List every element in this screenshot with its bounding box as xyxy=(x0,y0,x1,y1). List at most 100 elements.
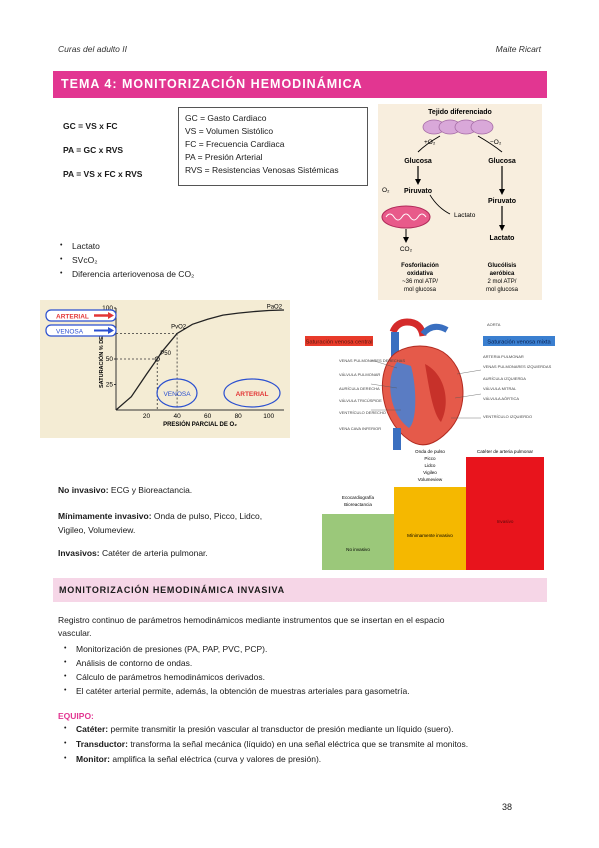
step2-label: Mínimamente invasivo xyxy=(407,533,453,538)
glico-line-1: Glucólisis xyxy=(488,263,517,269)
curve-ytick: 25 xyxy=(106,382,114,389)
heart-term: VENAS PULMONARES IZQUIERDAS xyxy=(483,364,552,369)
pyruvate-right: Piruvato xyxy=(488,198,516,205)
step1-top-2: Bioreactancia xyxy=(344,502,372,507)
step-non-invasive xyxy=(322,514,394,570)
list-item: Análisis de contorno de ondas. xyxy=(64,656,410,670)
curve-xtick: 40 xyxy=(173,413,181,420)
heart-term: AURÍCULA IZQUIERDA xyxy=(483,376,526,381)
formula-pa: PA = GC x RVS xyxy=(63,145,124,155)
pao2-label: PaO2 xyxy=(267,305,283,311)
heart-diagram: Saturación venosa central Saturación ven… xyxy=(305,318,555,450)
venosa-circle: VENOSA xyxy=(156,378,198,408)
venosa-circle-label: VENOSA xyxy=(163,391,191,398)
list-item: El catéter arterial permite, además, la … xyxy=(64,684,410,698)
heart-term: AORTA xyxy=(487,322,501,327)
mitochondria-icon xyxy=(381,205,431,229)
page-number: 38 xyxy=(502,802,513,812)
arterial-circle: ARTERIAL xyxy=(223,378,281,408)
curve-xtick: 80 xyxy=(235,413,243,420)
heart-term: VÁLVULA MITRAL xyxy=(483,386,517,391)
heart-term: ARTERIA PULMONAR xyxy=(483,354,524,359)
glico-line-4: mol glucosa xyxy=(486,287,519,293)
glico-line-3: 2 mol ATP/ xyxy=(488,279,517,285)
cell-cluster xyxy=(422,119,494,135)
list-item: Monitor: amplifica la señal eléctrica (c… xyxy=(64,752,468,767)
dissociation-curve-figure: SATURACIÓN % DE PRESIÓN PARCIAL DE O₂ 10… xyxy=(40,300,290,438)
header-course: Curas del adulto II xyxy=(58,44,127,54)
list-item: Cálculo de parámetros hemodinámicos deri… xyxy=(64,670,410,684)
venosa-tag: VENOSA xyxy=(45,324,117,337)
step2-top-3: Lidco xyxy=(425,463,436,468)
formula-gc: GC = VS x FC xyxy=(63,121,118,131)
curve-xtick: 100 xyxy=(263,413,274,420)
lactate-side-label: Lactato xyxy=(454,212,476,219)
curve-xtick: 20 xyxy=(143,413,151,420)
list-item: Transductor: transforma la señal mecánic… xyxy=(64,737,468,752)
list-item: Monitorización de presiones (PA, PAP, PV… xyxy=(64,642,410,656)
minimally-invasive-label: Mínimamente invasivo: xyxy=(58,511,152,521)
p50-label: P50 xyxy=(160,351,171,357)
definition-fc: FC = Frecuencia Cardiaca xyxy=(185,139,285,149)
intro-line-2: vascular. xyxy=(58,628,92,638)
invasive-label: Invasivos: xyxy=(58,548,100,558)
equipment-text: permite transmitir la presión vascular a… xyxy=(108,724,454,734)
co2-label: CO₂ xyxy=(400,246,413,253)
dissociation-curve-chart: SATURACIÓN % DE PRESIÓN PARCIAL DE O₂ 10… xyxy=(45,305,285,428)
step1-top-1: Ecocardiografía xyxy=(342,495,375,500)
definition-vs: VS = Volumen Sistólico xyxy=(185,126,274,136)
fosfo-line-2: oxidativa xyxy=(407,271,434,277)
heart-term: VÁLVULA TRICÚSPIDE xyxy=(339,398,382,403)
mixed-saturation-badge xyxy=(483,336,555,346)
non-invasive-line: No invasivo: ECG y Bioreactancia. xyxy=(58,484,192,496)
step1-label: No invasivo xyxy=(346,547,370,552)
dissociation-curve-line xyxy=(115,309,285,411)
minimally-invasive-line-2: Vigileo, Volumeview. xyxy=(58,525,136,535)
minimally-invasive-line: Mínimamente invasivo: Onda de pulso, Pic… xyxy=(58,510,262,522)
equipment-list: Catéter: permite transmitir la presión v… xyxy=(64,722,468,767)
p50-point xyxy=(154,356,160,362)
list-item: Catéter: permite transmitir la presión v… xyxy=(64,722,468,737)
fosfo-line-3: ~36 mol ATP/ xyxy=(402,279,438,285)
curve-xlabel: PRESIÓN PARCIAL DE O₂ xyxy=(163,420,237,428)
invasive-text: Catéter de arteria pulmonar. xyxy=(99,548,208,558)
plus-o2-label: +O₂ xyxy=(424,139,436,146)
definition-pa: PA = Presión Arterial xyxy=(185,152,263,162)
non-invasive-label: No invasivo: xyxy=(58,485,109,495)
mixed-saturation-label: Saturación venosa mixta xyxy=(487,340,551,346)
section-title-invasive: MONITORIZACIÓN HEMODINÁMICA INVASIVA xyxy=(53,578,547,602)
minus-o2-label: −O₂ xyxy=(490,139,502,146)
metabolism-title: Tejido diferenciado xyxy=(428,109,492,116)
heart-illustration xyxy=(381,318,464,450)
pvo2-label: PvO2 xyxy=(171,325,187,331)
equipment-text: transforma la señal mecánica (líquido) e… xyxy=(127,739,469,749)
glucose-right: Glucosa xyxy=(488,158,516,165)
list-item: SVcO₂ xyxy=(60,253,194,267)
step-invasive xyxy=(466,457,544,570)
equipment-label: Transductor: xyxy=(76,739,128,749)
step3-label: Invasivo xyxy=(497,519,514,524)
list-item: Diferencia arteriovenosa de CO₂ xyxy=(60,267,194,281)
invasiveness-steps-figure: No invasivo Mínimamente invasivo Invasiv… xyxy=(320,447,546,572)
page-title: TEMA 4: MONITORIZACIÓN HEMODINÁMICA xyxy=(53,71,547,98)
equipment-text: amplifica la señal eléctrica (curva y va… xyxy=(110,754,322,764)
invasive-line: Invasivos: Catéter de arteria pulmonar. xyxy=(58,547,208,559)
metabolism-figure: Tejido diferenciado +O₂ −O₂ Glucosa Gluc… xyxy=(378,104,542,300)
glico-line-2: aeróbica xyxy=(490,271,515,277)
lactate-right: Lactato xyxy=(490,235,515,242)
central-saturation-label: Saturación venosa central xyxy=(305,340,372,346)
metabolism-diagram: Tejido diferenciado +O₂ −O₂ Glucosa Gluc… xyxy=(381,109,519,293)
parameter-list: Lactato SVcO₂ Diferencia arteriovenosa d… xyxy=(60,239,194,281)
step-minimally-invasive xyxy=(394,487,466,570)
arterial-circle-label: ARTERIAL xyxy=(236,391,269,398)
arterial-tag-label: ARTERIAL xyxy=(56,314,89,321)
formula-pa-full: PA = VS x FC x RVS xyxy=(63,169,143,179)
heart-term: VÁLVULA PULMONAR xyxy=(339,372,380,377)
curve-ytick: 100 xyxy=(102,305,113,312)
curve-xtick: 60 xyxy=(204,413,212,420)
glucose-left: Glucosa xyxy=(404,158,432,165)
list-item: Lactato xyxy=(60,239,194,253)
equipment-label: Monitor: xyxy=(76,754,110,764)
step2-top-4: Vigileo xyxy=(423,470,437,475)
equipment-title: EQUIPO: xyxy=(58,711,94,721)
